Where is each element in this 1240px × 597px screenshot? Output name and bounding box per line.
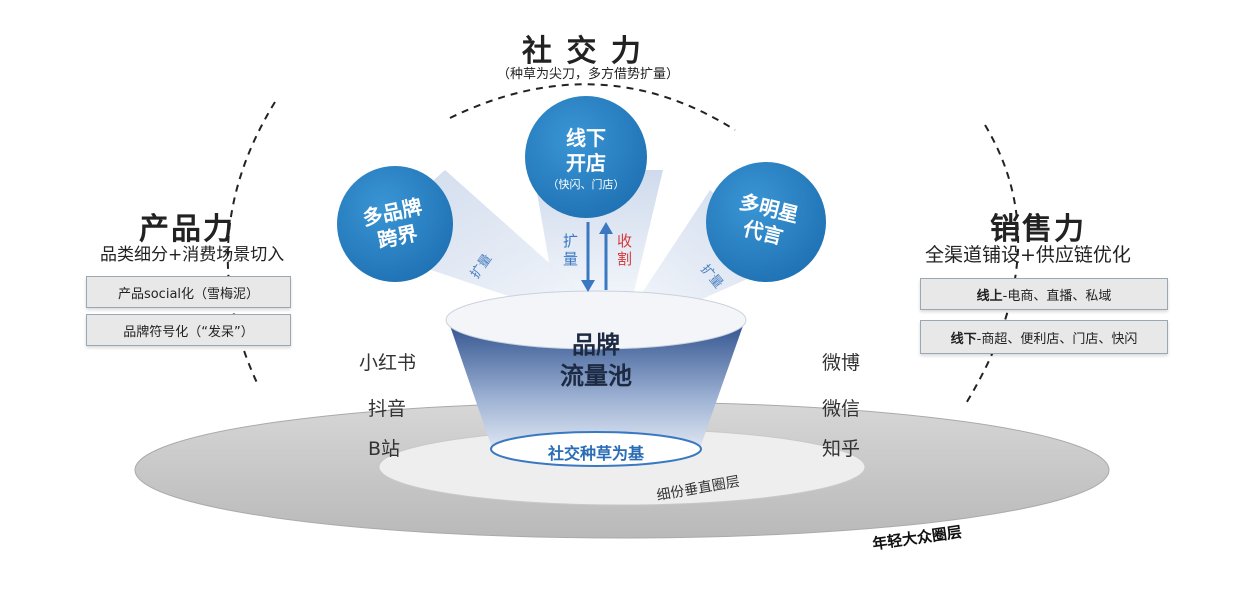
sales-subtitle: 全渠道铺设+供应链优化 — [925, 244, 1131, 266]
arrow-down-label: 收割 — [617, 232, 633, 268]
sales-item-online-rest: -电商、直播、私域 — [1002, 288, 1112, 304]
arrow-up-head — [599, 222, 613, 234]
bubble-center-line2: 开店 — [566, 151, 606, 175]
product-title: 产品力 — [139, 212, 235, 247]
product-subtitle: 品类细分+消费场景切入 — [100, 245, 285, 265]
bubble-multi-brand — [337, 166, 453, 282]
sales-item-online-bold: 线上 — [976, 288, 1003, 304]
bubble-center-line1: 线下 — [566, 126, 606, 150]
social-title: 社 交 力 — [522, 34, 643, 69]
pool-title: 品牌 流量池 — [536, 330, 656, 392]
platform-weixin: 微信 — [822, 398, 861, 420]
platform-douyin: 抖音 — [368, 398, 407, 420]
arrow-up-label: 扩量 — [563, 232, 579, 268]
platform-zhihu: 知乎 — [822, 438, 861, 460]
platform-xiaohongshu: 小红书 — [359, 352, 417, 374]
platform-bilibili: B站 — [368, 438, 401, 460]
bubble-center-text: 线下 开店 （快闪、门店） — [541, 126, 631, 192]
sales-item-offline-rest: -商超、便利店、门店、快闪 — [976, 331, 1138, 347]
sales-item-offline-bold: 线下 — [950, 331, 977, 347]
social-subtitle: （种草为尖刀，多方借势扩量） — [497, 67, 680, 82]
arc-social — [449, 83, 736, 131]
arrow-down-head — [581, 280, 595, 292]
bubble-celebrity — [706, 162, 826, 282]
arc-sales — [964, 124, 1020, 406]
pool-base — [490, 431, 702, 467]
platform-weibo: 微博 — [822, 352, 861, 374]
bubble-center-note: （快闪、门店） — [547, 178, 625, 191]
product-item-1: 产品social化（雪梅泥） — [86, 276, 291, 308]
pool-line2: 流量池 — [560, 362, 632, 391]
pool-rim — [445, 290, 747, 350]
sales-item-offline: 线下-商超、便利店、门店、快闪 — [920, 320, 1168, 354]
pool-base-label: 社交种草为基 — [547, 444, 644, 463]
pool-cup — [448, 320, 745, 465]
bubble-offline-store — [525, 96, 647, 218]
arc-product — [226, 101, 276, 386]
sales-title: 销售力 — [990, 212, 1086, 247]
pool-line1: 品牌 — [572, 331, 620, 359]
product-item-2: 品牌符号化（“发呆”） — [86, 314, 291, 346]
sales-item-online: 线上-电商、直播、私域 — [920, 278, 1168, 310]
